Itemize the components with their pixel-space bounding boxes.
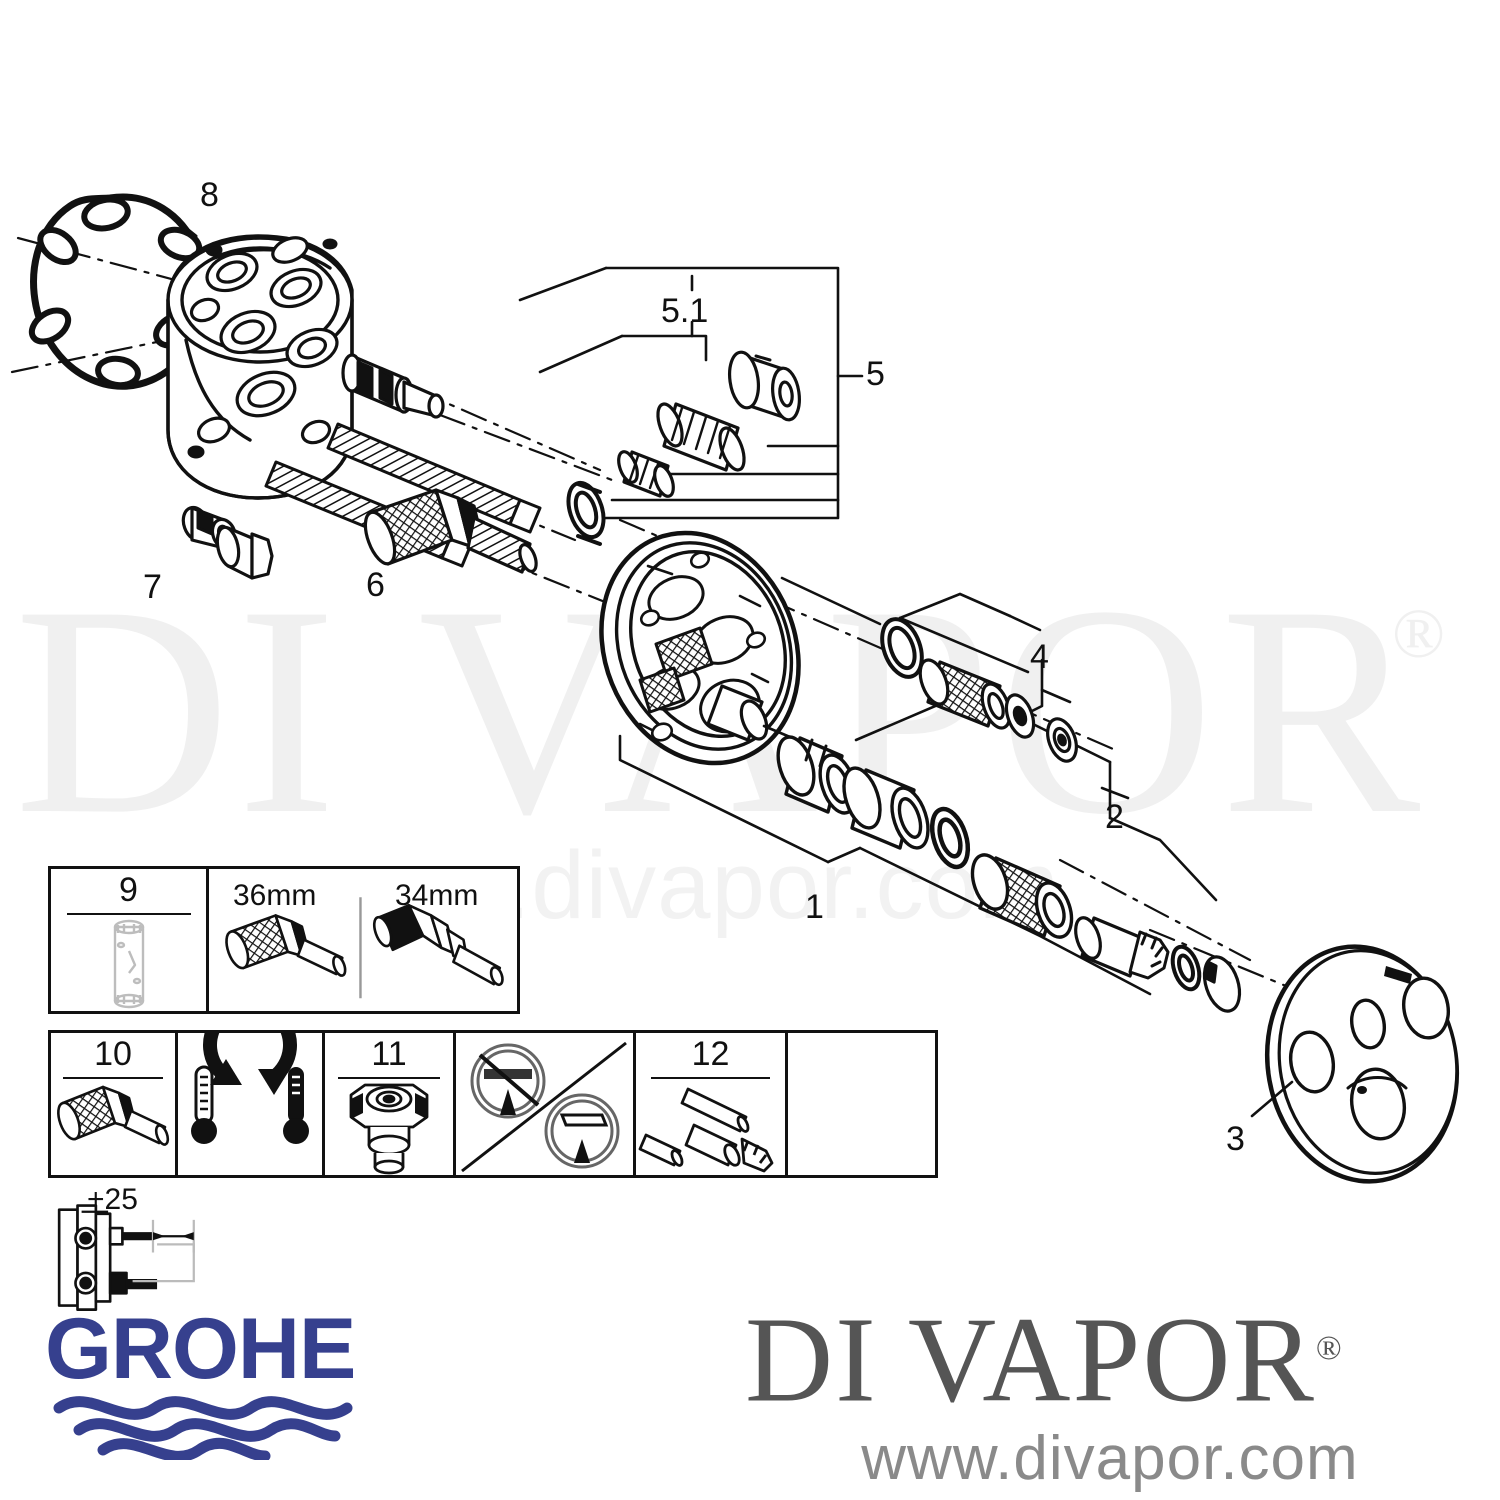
callout-4: 4 [1030,638,1049,676]
legend-cell-cartridge-sizes: 36mm 34mm [209,869,517,1011]
callout-2: 2 [1105,798,1124,836]
callout-3: 3 [1226,1120,1245,1158]
divapor-wordmark: DI VAPOR® [745,1288,1475,1422]
legend-divider [63,1077,163,1079]
callout-7: 7 [143,568,162,606]
depth-diagram-icon [57,1204,195,1311]
legend-box-bottom: 10 [48,1030,938,1311]
legend-divider [337,1077,441,1079]
legend-cell-sleeve: 9 [51,869,209,1011]
legend-cell-valve-insert: 11 [325,1033,456,1175]
callout-5: 5 [866,355,885,393]
grohe-wordmark: GROHE [45,1301,355,1397]
valve-insert-icon [349,1083,429,1175]
callout-8: 8 [200,176,219,214]
legend-number-11: 11 [371,1035,407,1073]
legend-cell-temperature-rotation [178,1033,325,1175]
grohe-logo: GROHE [45,1301,356,1460]
legend-cell-extension-kit: 12 [636,1033,788,1175]
callout-1: 1 [805,888,824,926]
cartridge-pair-icon [225,897,504,999]
legend-number-9: 9 [119,871,138,909]
divapor-logo: DI VAPOR® www.divapor.com [745,1288,1475,1489]
extension-kit-icon [638,1087,774,1173]
divapor-url: www.divapor.com [861,1423,1359,1493]
legend-cell-extension-depth: +25 [51,1175,204,1317]
divapor-name: DI VAPOR [745,1292,1316,1428]
legend-box-top: 9 36mm 34mm [48,866,520,1014]
registered-icon: ® [1315,1330,1344,1367]
legend-label-36mm: 36mm [233,879,317,912]
thermometer-rotate-icon [191,1033,309,1144]
legend-divider [66,913,191,915]
sleeve-icon [113,919,145,1009]
legend-number-12: 12 [691,1035,730,1073]
legend-cell-cartridge: 10 [51,1033,178,1175]
cartridge-icon [57,1085,170,1146]
legend-divider [650,1077,771,1079]
legend-cell-handle-orientation [456,1033,636,1175]
callout-5-1: 5.1 [661,292,709,330]
handle-orientation-icon [461,1041,627,1173]
legend-number-10: 10 [94,1035,132,1073]
callout-6: 6 [366,566,385,604]
